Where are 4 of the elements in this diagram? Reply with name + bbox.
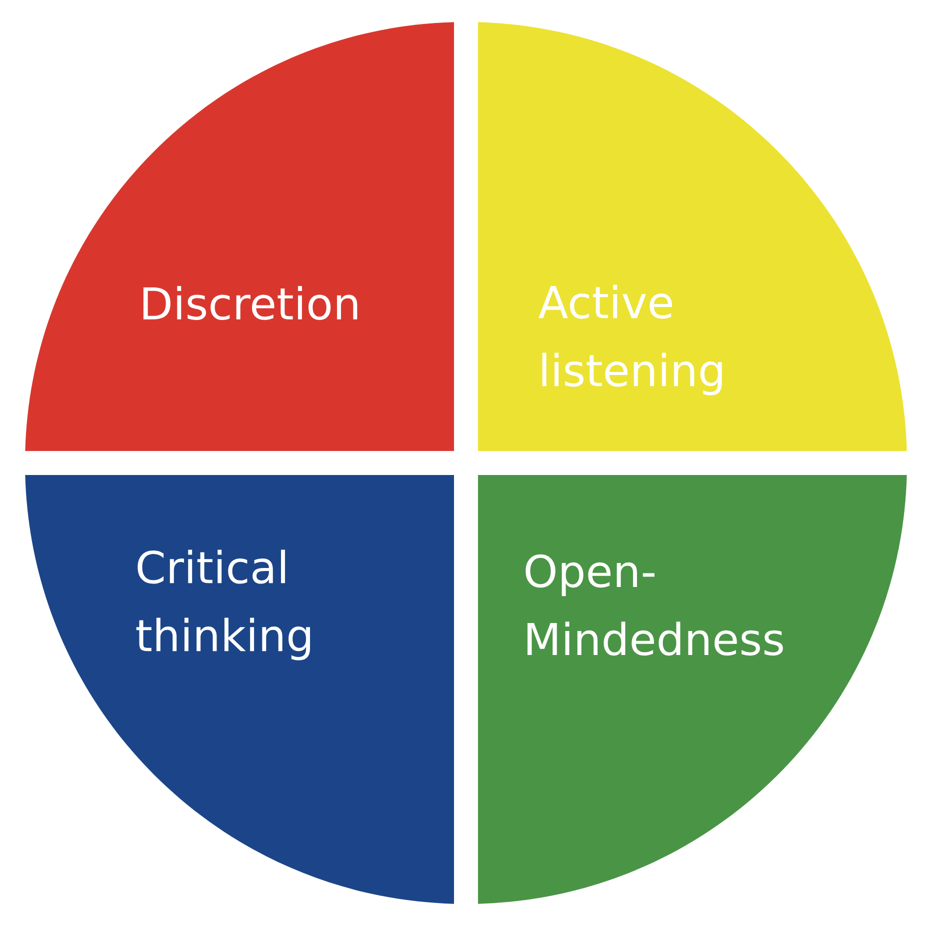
quadrant-segment: Discretion xyxy=(25,22,454,451)
quadrant-segment: Active listening xyxy=(478,22,907,451)
quadrant-segment: Open-Mindedness xyxy=(478,475,907,904)
quadrant-segment: Critical thinking xyxy=(25,475,454,904)
